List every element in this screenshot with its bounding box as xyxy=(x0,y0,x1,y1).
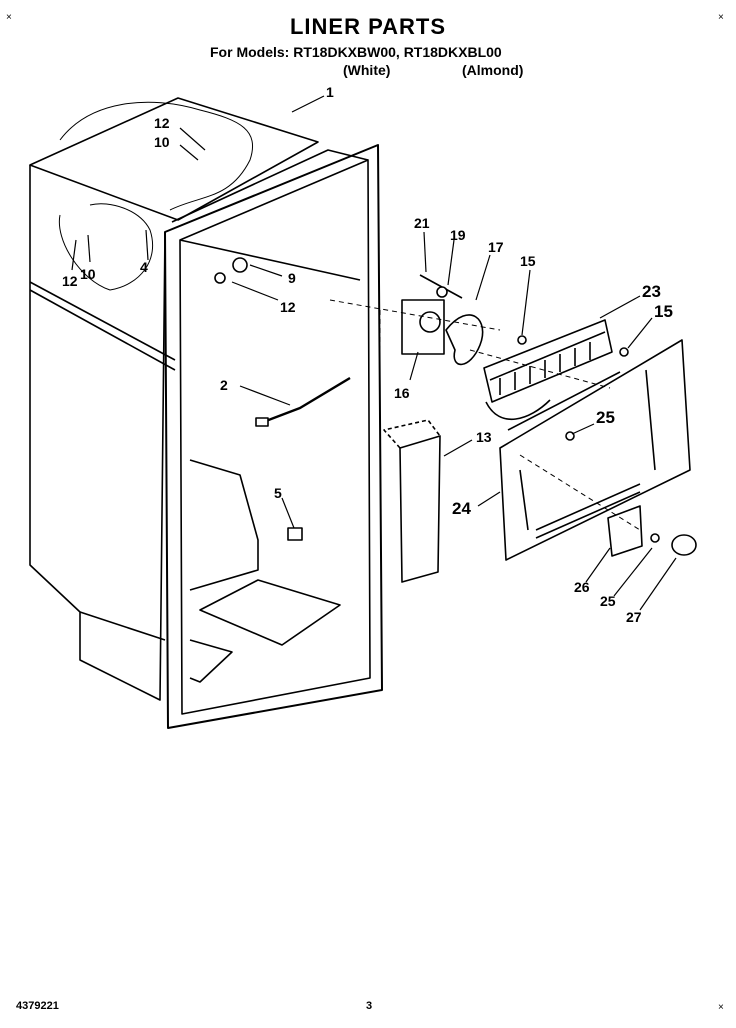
callout-5: 5 xyxy=(274,485,282,501)
clip-part-5 xyxy=(287,527,303,541)
callout-21: 21 xyxy=(414,215,430,231)
callout-10a: 10 xyxy=(154,134,170,150)
callout-1: 1 xyxy=(326,84,334,100)
callout-2: 2 xyxy=(220,377,228,393)
callout-10b: 10 xyxy=(80,266,96,282)
models-line: For Models: RT18DKXBW00, RT18DKXBL00 xyxy=(210,44,502,60)
callout-17: 17 xyxy=(488,239,504,255)
callout-12a: 12 xyxy=(154,115,170,131)
variant-white: (White) xyxy=(343,62,391,78)
callout-15a: 15 xyxy=(520,253,536,269)
control-knob xyxy=(671,534,697,556)
callout-12b: 12 xyxy=(62,273,78,289)
corner-mark-tl: × xyxy=(6,12,12,23)
variant-almond: (Almond) xyxy=(462,62,524,78)
air-duct xyxy=(399,435,441,583)
control-plate xyxy=(607,505,643,557)
wire-harness xyxy=(257,376,351,426)
page-title: LINER PARTS xyxy=(289,14,447,39)
callout-9: 9 xyxy=(288,270,296,286)
callout-19: 19 xyxy=(450,227,466,243)
callout-27: 27 xyxy=(626,609,642,625)
corner-mark-tr: × xyxy=(718,12,724,23)
leader-lines xyxy=(71,95,677,611)
callout-4: 4 xyxy=(140,259,148,275)
doc-number: 4379221 xyxy=(16,1000,59,1012)
corner-mark-br: × xyxy=(718,1002,724,1013)
fan-shroud xyxy=(483,319,613,420)
callout-15b: 15 xyxy=(654,302,673,321)
callout-23: 23 xyxy=(642,282,661,301)
callout-12c: 12 xyxy=(280,299,296,315)
callout-25a: 25 xyxy=(596,408,615,427)
callout-26: 26 xyxy=(574,579,590,595)
rear-panel xyxy=(499,339,691,561)
callout-25b: 25 xyxy=(600,593,616,609)
callout-13: 13 xyxy=(476,429,492,445)
fan-motor-assembly xyxy=(401,274,484,366)
callout-16: 16 xyxy=(394,385,410,401)
cabinet-liner xyxy=(29,97,383,729)
callout-24: 24 xyxy=(452,499,471,518)
page-number: 3 xyxy=(366,1000,373,1012)
